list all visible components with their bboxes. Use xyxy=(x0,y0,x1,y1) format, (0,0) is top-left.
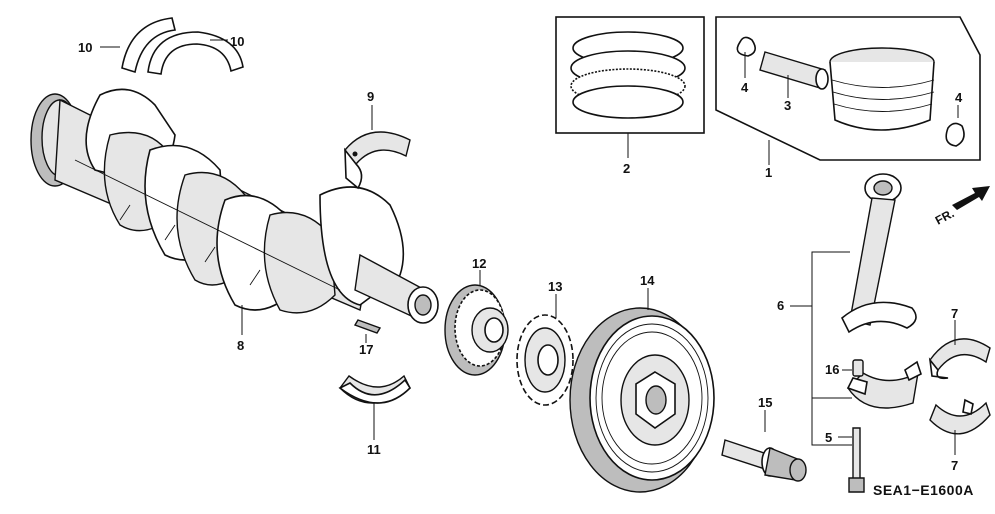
callout-8: 8 xyxy=(237,338,244,353)
callout-1: 1 xyxy=(765,165,772,180)
rod-bearing-upper-part-7[interactable] xyxy=(928,338,991,380)
callout-4-right: 4 xyxy=(955,90,963,105)
leader-lines xyxy=(100,39,959,455)
pulser-plate-part-13[interactable] xyxy=(516,314,574,406)
callout-10-left: 10 xyxy=(78,40,92,55)
rod-bearing-lower-part-7[interactable] xyxy=(929,398,991,435)
callout-10-right: 10 xyxy=(230,34,244,49)
callout-13: 13 xyxy=(548,279,562,294)
callout-5: 5 xyxy=(825,430,832,445)
callout-7-upper: 7 xyxy=(951,306,958,321)
main-bearing-lower-part-11[interactable] xyxy=(338,374,412,404)
callout-16: 16 xyxy=(825,362,839,377)
callout-17: 17 xyxy=(359,342,373,357)
rod-bolt-part-5[interactable] xyxy=(848,427,865,493)
callout-6: 6 xyxy=(777,298,784,313)
crankshaft-part-8[interactable] xyxy=(30,88,439,324)
callout-7-lower: 7 xyxy=(951,458,958,473)
connecting-rod-part-6[interactable] xyxy=(841,173,922,409)
front-direction-arrow: FR. xyxy=(933,186,990,228)
callout-numbers: 10 10 9 8 17 11 12 13 14 15 2 1 4 3 4 6 … xyxy=(78,34,963,473)
thrust-washers-part-10[interactable] xyxy=(121,17,244,75)
crank-sprocket-part-12[interactable] xyxy=(444,284,509,376)
main-bearing-upper-part-9[interactable] xyxy=(344,131,411,190)
piston-set-part-1[interactable] xyxy=(715,16,981,161)
woodruff-key-part-17[interactable] xyxy=(353,319,382,334)
pulley-bolt-part-15[interactable] xyxy=(721,439,807,482)
callout-12: 12 xyxy=(472,256,486,271)
callout-2: 2 xyxy=(623,161,630,176)
callout-4-left: 4 xyxy=(741,80,749,95)
callout-11: 11 xyxy=(367,442,381,457)
piston-rings-part-2[interactable] xyxy=(555,16,705,134)
callout-15: 15 xyxy=(758,395,772,410)
callout-9: 9 xyxy=(367,89,374,104)
dowel-pin-part-16[interactable] xyxy=(852,359,864,377)
callout-3: 3 xyxy=(784,98,791,113)
crank-pulley-part-14[interactable] xyxy=(569,307,715,493)
diagram-code: SEA1−E1600A xyxy=(873,482,974,498)
callout-14: 14 xyxy=(640,273,655,288)
front-direction-label: FR. xyxy=(933,206,957,227)
